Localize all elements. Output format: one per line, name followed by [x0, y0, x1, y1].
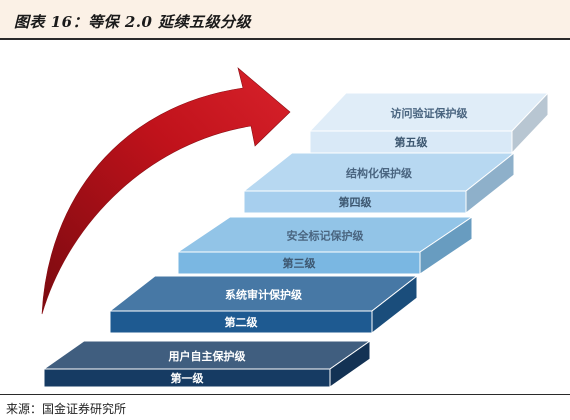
step-front-face: [109, 310, 373, 334]
step-front-label: 第一级: [171, 371, 205, 385]
step-front-label: 第三级: [283, 256, 317, 270]
step-front-label: 第五级: [395, 135, 429, 149]
step-front-face: [177, 251, 421, 275]
step-front-label: 第二级: [225, 315, 259, 329]
source-note: 来源：国金证券研究所: [6, 402, 127, 416]
rising-arrow-icon: [41, 67, 291, 315]
security-level-diagram: 用户自主保护级第一级系统审计保护级第二级安全标记保护级第三级结构化保护级第四级访…: [0, 44, 570, 394]
staircase-svg: 用户自主保护级第一级系统审计保护级第二级安全标记保护级第三级结构化保护级第四级访…: [41, 67, 550, 388]
step-front-face: [43, 368, 331, 388]
figure-title-bar: 图表 16：等保 2.0 延续五级分级: [0, 0, 570, 40]
step-front-label: 第四级: [339, 195, 373, 209]
step-top-label: 用户自主保护级: [169, 349, 247, 363]
step-front-face: [309, 130, 513, 154]
step-top-label: 系统审计保护级: [225, 288, 303, 302]
step-top-label: 结构化保护级: [345, 166, 413, 180]
step-top-label: 访问验证保护级: [391, 106, 469, 120]
figure-title: 图表 16：等保 2.0 延续五级分级: [14, 13, 252, 31]
step-top-label: 安全标记保护级: [287, 229, 365, 243]
source-bar: 来源：国金证券研究所: [0, 394, 570, 420]
step-front-face: [243, 190, 467, 214]
